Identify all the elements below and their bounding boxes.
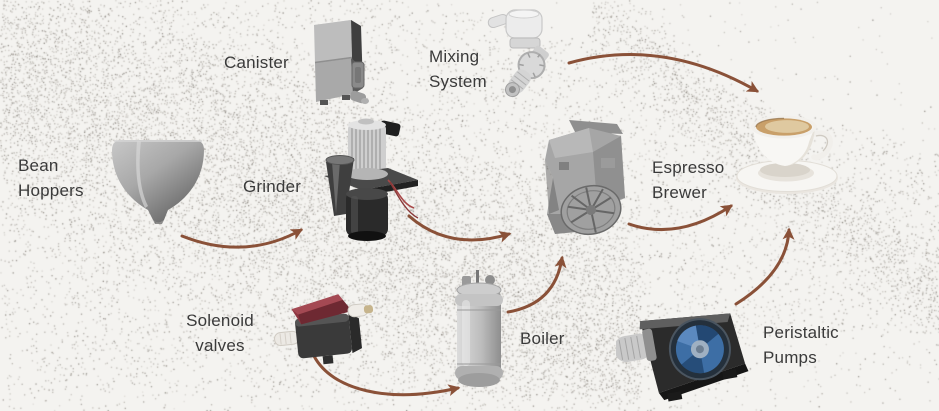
espresso-brewer-graphic xyxy=(539,118,629,249)
canister-illustration xyxy=(306,16,370,111)
peristaltic-pump-graphic xyxy=(616,296,752,411)
label-line: Peristaltic xyxy=(763,320,839,345)
label-grinder: Grinder xyxy=(243,174,301,199)
espresso-brewer-illustration xyxy=(539,118,629,244)
label-bean-hoppers: Bean Hoppers xyxy=(18,153,84,203)
grinder-illustration xyxy=(318,118,422,242)
label-line: Solenoid xyxy=(178,308,262,333)
canister-graphic xyxy=(306,16,370,116)
label-line: valves xyxy=(178,333,262,358)
label-canister: Canister xyxy=(224,50,289,75)
label-boiler: Boiler xyxy=(520,326,565,351)
bean-hopper-illustration xyxy=(108,138,208,226)
label-peristaltic-pumps: Peristaltic Pumps xyxy=(763,320,839,370)
boiler-illustration xyxy=(450,268,508,394)
label-line: Hoppers xyxy=(18,178,84,203)
arrow-boiler-to-brewer xyxy=(508,258,562,312)
solenoid-valve-graphic xyxy=(272,286,376,381)
grinder-graphic xyxy=(318,118,422,247)
arrow-pump-to-cup xyxy=(736,230,789,304)
arrow-brewer-to-cup xyxy=(629,206,731,230)
label-solenoid-valves: Solenoid valves xyxy=(178,308,262,358)
coffee-cup-graphic xyxy=(736,106,850,211)
label-line: Grinder xyxy=(243,174,301,199)
mixing-system-illustration xyxy=(482,6,566,102)
mixing-system-graphic xyxy=(482,6,566,107)
peristaltic-pump-illustration xyxy=(616,296,752,406)
label-line: Brewer xyxy=(652,180,724,205)
label-line: Boiler xyxy=(520,326,565,351)
label-espresso-brewer: Espresso Brewer xyxy=(652,155,724,205)
label-line: Espresso xyxy=(652,155,724,180)
label-line: Mixing xyxy=(429,44,487,69)
arrow-bean-hoppers-to-grinder xyxy=(182,230,301,247)
arrow-mixing-to-cup xyxy=(569,55,757,91)
label-line: System xyxy=(429,69,487,94)
arrow-grinder-to-brewer xyxy=(409,216,509,240)
solenoid-valve-illustration xyxy=(272,286,376,376)
label-line: Canister xyxy=(224,50,289,75)
bean-hopper-graphic xyxy=(108,138,208,231)
coffee-cup-illustration xyxy=(736,106,850,206)
boiler-graphic xyxy=(450,268,508,399)
label-mixing-system: Mixing System xyxy=(429,44,487,94)
label-line: Pumps xyxy=(763,345,839,370)
label-line: Bean xyxy=(18,153,84,178)
